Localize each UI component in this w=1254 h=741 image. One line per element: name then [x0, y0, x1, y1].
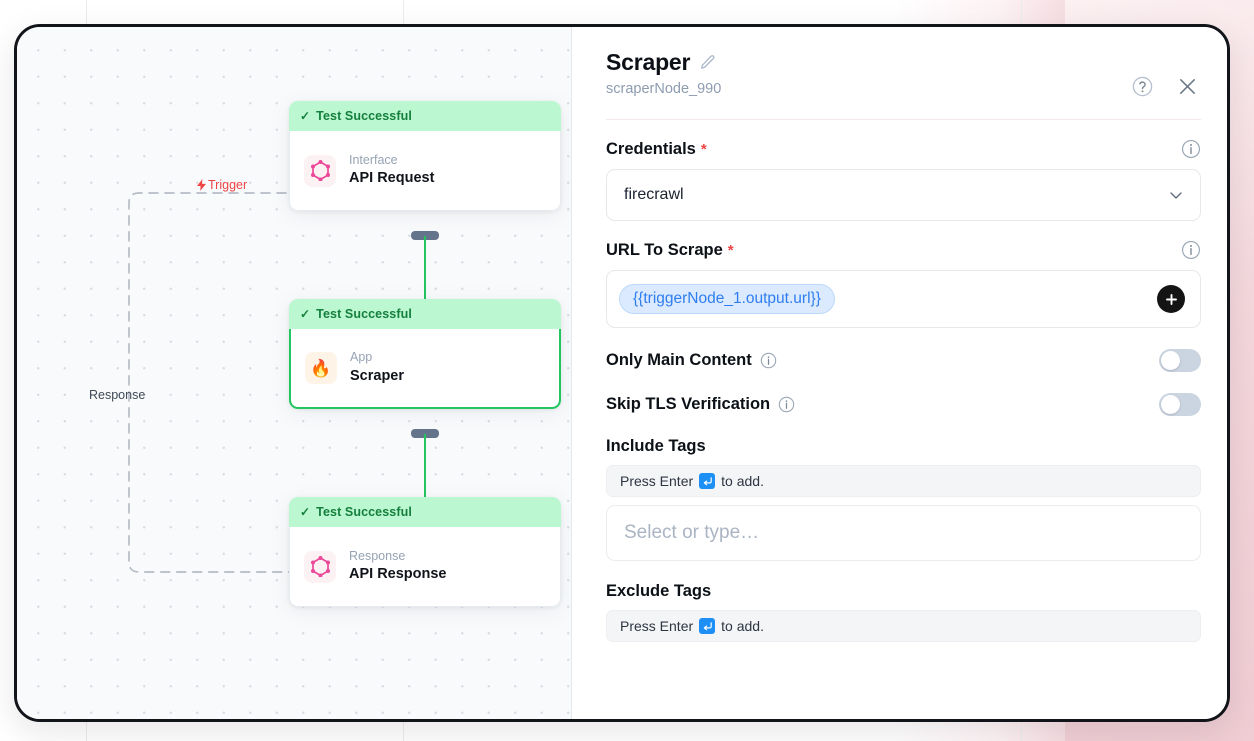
- plus-icon[interactable]: [1157, 285, 1185, 313]
- node-body[interactable]: Response API Response: [289, 527, 561, 607]
- info-icon[interactable]: [1181, 139, 1201, 159]
- variable-chip[interactable]: {{triggerNode_1.output.url}}: [619, 283, 835, 315]
- close-icon[interactable]: [1176, 75, 1199, 98]
- connector-line: [424, 236, 426, 314]
- node-title-label: API Request: [349, 170, 435, 187]
- info-icon[interactable]: [760, 352, 777, 369]
- check-icon: ✓: [300, 307, 311, 321]
- hint-suffix: to add.: [721, 473, 764, 489]
- include-tags-input[interactable]: Select or type…: [606, 505, 1201, 561]
- help-circle-icon[interactable]: [1131, 75, 1154, 98]
- workflow-node-api-response[interactable]: ✓ Test Successful Response: [289, 497, 561, 607]
- skip-tls-verification-label: Skip TLS Verification: [606, 395, 795, 414]
- required-marker: *: [727, 241, 734, 259]
- node-status-text: Test Successful: [316, 307, 412, 321]
- node-kind-label: Response: [349, 548, 406, 563]
- graphql-icon: [304, 154, 336, 187]
- exclude-tags-label: Exclude Tags: [606, 582, 712, 600]
- check-icon: ✓: [300, 109, 311, 123]
- node-title-label: Scraper: [350, 367, 405, 384]
- only-main-content-row: Only Main Content: [606, 328, 1201, 372]
- url-to-scrape-input[interactable]: {{triggerNode_1.output.url}}: [606, 270, 1201, 328]
- node-settings-panel: Scraper scraperNode_990: [572, 27, 1227, 719]
- app-window-frame: Trigger Response ✓ Test Successful: [14, 24, 1230, 722]
- lightning-bolt-icon: [197, 179, 206, 191]
- panel-header: Scraper scraperNode_990: [606, 49, 1201, 120]
- credentials-select[interactable]: firecrawl: [606, 169, 1201, 221]
- skip-tls-verification-row: Skip TLS Verification: [606, 372, 1201, 416]
- node-id-label: scraperNode_990: [606, 81, 722, 97]
- credentials-value: firecrawl: [624, 186, 684, 203]
- info-icon[interactable]: [778, 396, 795, 413]
- response-label: Response: [89, 388, 146, 402]
- node-status-text: Test Successful: [316, 109, 412, 123]
- node-handle-bottom[interactable]: [411, 429, 439, 438]
- only-main-content-label: Only Main Content: [606, 351, 777, 370]
- credentials-field: Credentials * firecrawl: [606, 120, 1201, 221]
- header-divider: [606, 119, 1201, 120]
- hint-suffix: to add.: [721, 618, 764, 634]
- chevron-down-icon: [1170, 192, 1182, 199]
- trigger-label-text: Trigger: [208, 178, 248, 192]
- node-handle-bottom[interactable]: [411, 231, 439, 240]
- skip-tls-verification-toggle[interactable]: [1159, 393, 1201, 416]
- node-status-banner: ✓ Test Successful: [289, 497, 561, 527]
- toggle-knob: [1161, 395, 1180, 414]
- enter-key-icon: [699, 618, 716, 634]
- flame-icon: 🔥: [305, 352, 337, 384]
- credentials-label: Credentials *: [606, 139, 707, 158]
- node-body[interactable]: Interface API Request: [289, 131, 561, 211]
- hint-prefix: Press Enter: [620, 618, 694, 634]
- node-status-banner: ✓ Test Successful: [289, 299, 561, 329]
- workflow-node-api-request[interactable]: ✓ Test Successful Interface: [289, 101, 561, 211]
- workflow-node-scraper[interactable]: ✓ Test Successful 🔥 App Scraper: [289, 299, 561, 409]
- graphql-icon: [304, 550, 336, 583]
- toggle-knob: [1161, 351, 1180, 370]
- include-tags-hint: Press Enter to add.: [606, 465, 1201, 497]
- connector-line: [424, 434, 426, 510]
- required-marker: *: [700, 140, 707, 158]
- url-to-scrape-label: URL To Scrape *: [606, 240, 734, 259]
- url-to-scrape-field: URL To Scrape * {{triggerNode_1.output.u…: [606, 221, 1201, 328]
- page-title: Scraper: [606, 49, 691, 75]
- workflow-canvas[interactable]: Trigger Response ✓ Test Successful: [17, 27, 571, 719]
- node-kind-label: Interface: [349, 152, 398, 167]
- include-tags-label: Include Tags: [606, 437, 706, 455]
- include-tags-placeholder: Select or type…: [624, 522, 760, 543]
- node-body[interactable]: 🔥 App Scraper: [289, 329, 561, 409]
- exclude-tags-hint: Press Enter to add.: [606, 610, 1201, 642]
- node-kind-label: App: [350, 350, 373, 365]
- enter-key-icon: [699, 473, 716, 489]
- node-title-label: API Response: [349, 566, 447, 583]
- trigger-response-dashed-path: [128, 192, 303, 573]
- info-icon[interactable]: [1181, 240, 1201, 260]
- pencil-icon[interactable]: [699, 54, 716, 71]
- panel-divider: [571, 27, 572, 719]
- check-icon: ✓: [300, 505, 311, 519]
- node-status-text: Test Successful: [316, 505, 412, 519]
- hint-prefix: Press Enter: [620, 473, 694, 489]
- trigger-label: Trigger: [197, 178, 247, 192]
- node-status-banner: ✓ Test Successful: [289, 101, 561, 131]
- only-main-content-toggle[interactable]: [1159, 349, 1201, 372]
